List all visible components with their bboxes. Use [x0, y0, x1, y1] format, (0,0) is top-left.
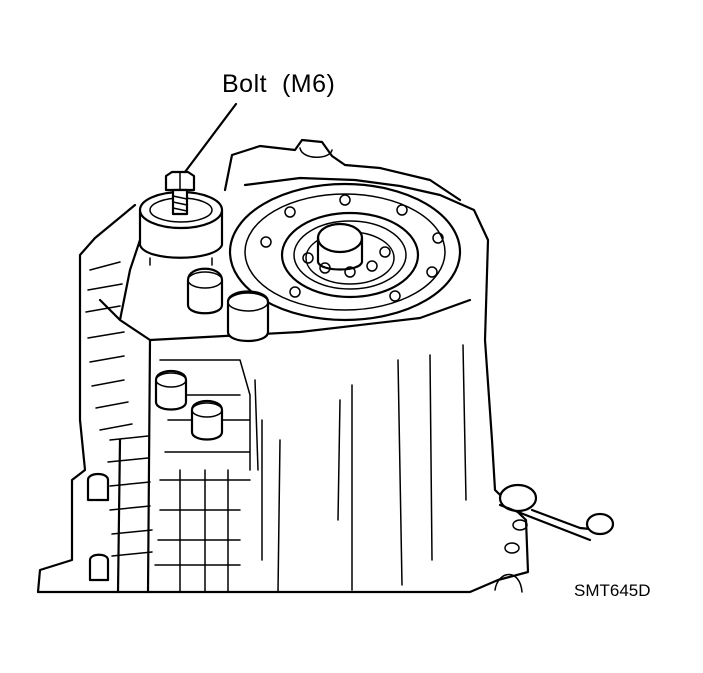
bolt-boss: [138, 190, 224, 266]
flange-bolt-hole: [289, 286, 301, 298]
flange-bolt-hole: [426, 266, 438, 278]
flange-bolt-hole: [260, 236, 272, 248]
flange-bolt-hole: [396, 204, 408, 216]
flange-bolt-hole: [432, 232, 444, 244]
flange-bolt-hole: [339, 194, 351, 206]
housing-flutes: [254, 344, 467, 593]
bolt-callout-label: Bolt (M6): [222, 70, 336, 98]
m6-bolt: [164, 170, 196, 216]
flange-bolt-hole: [284, 206, 296, 218]
case-outline: [36, 138, 530, 594]
flange-bolt-hole: [389, 290, 401, 302]
figure-code: SMT645D: [574, 581, 651, 600]
case-bosses: [86, 267, 270, 582]
flange-assembly: [228, 182, 462, 322]
right-bracket: [494, 483, 615, 593]
callout-leader: [183, 102, 238, 174]
